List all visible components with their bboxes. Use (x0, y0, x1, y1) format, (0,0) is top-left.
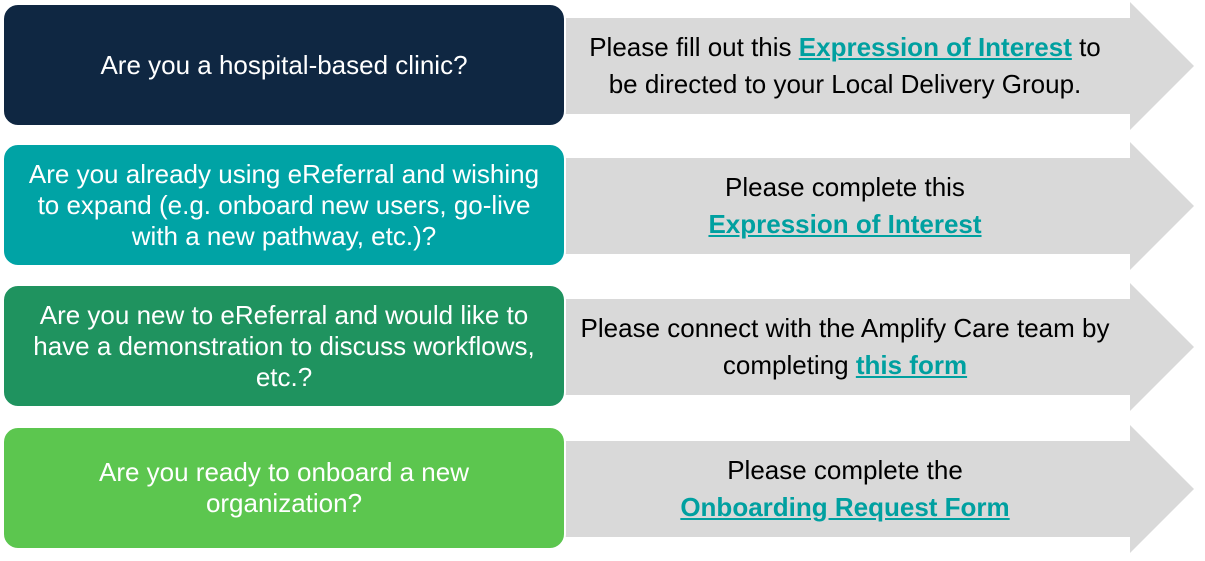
flow-row: Are you ready to onboard a new organizat… (0, 425, 1205, 553)
flow-row: Are you a hospital-based clinic? Please … (0, 2, 1205, 130)
answer-prefix: Please fill out this (589, 32, 799, 62)
answer-text: Please connect with the Amplify Care tea… (575, 299, 1115, 395)
answer-prefix: Please complete the (727, 455, 963, 485)
answer-suffix: to be directed to your Local Delivery Gr… (608, 32, 1101, 99)
answer-text: Please fill out this Expression of Inter… (575, 18, 1115, 114)
form-link[interactable]: Onboarding Request Form (680, 492, 1010, 522)
form-link[interactable]: Expression of Interest (798, 32, 1072, 62)
question-text: Are you new to eReferral and would like … (33, 299, 535, 392)
answer-prefix: Please complete this (725, 172, 965, 202)
arrow-shape (560, 425, 1194, 553)
arrow-shape (560, 283, 1194, 411)
answer-prefix: Please connect with the Amplify Care tea… (580, 313, 1110, 380)
arrow-shape (560, 2, 1194, 130)
question-text: Are you ready to onboard a new organizat… (98, 457, 470, 518)
form-link[interactable]: this form (855, 350, 968, 380)
flow-row: Are you new to eReferral and would like … (0, 283, 1205, 411)
question-box: Are you new to eReferral and would like … (2, 284, 566, 408)
question-box: Are you ready to onboard a new organizat… (2, 426, 566, 550)
question-text: Are you already using eReferral and wish… (28, 158, 540, 251)
question-box: Are you a hospital-based clinic? (2, 3, 566, 127)
question-box: Are you already using eReferral and wish… (2, 143, 566, 267)
arrow-shape (560, 142, 1194, 270)
answer-text: Please complete this Expression of Inter… (575, 158, 1115, 254)
form-link[interactable]: Expression of Interest (708, 209, 982, 239)
answer-text: Please complete the Onboarding Request F… (575, 441, 1115, 537)
flow-row: Are you already using eReferral and wish… (0, 142, 1205, 270)
question-text: Are you a hospital-based clinic? (100, 49, 468, 80)
